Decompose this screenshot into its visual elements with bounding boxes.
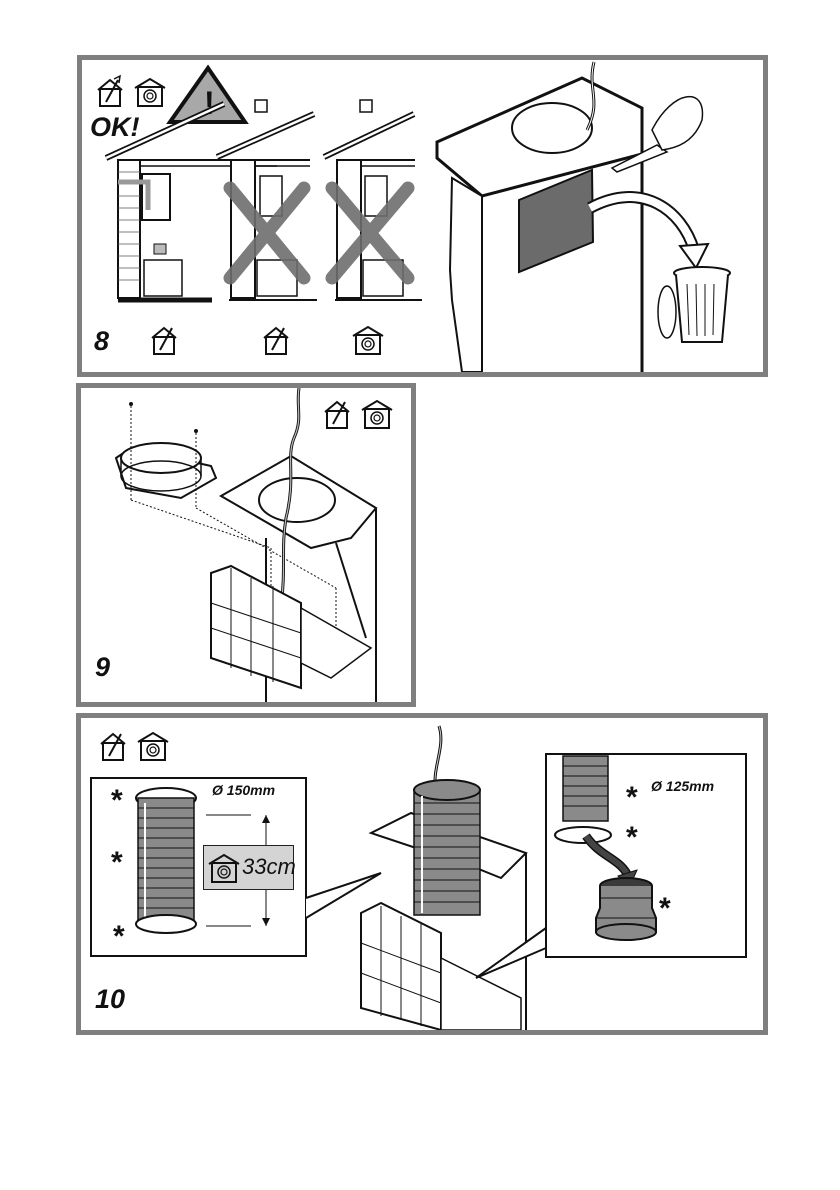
marker-asterisk: * [626, 783, 638, 813]
marker-asterisk: * [659, 894, 671, 924]
recirculation-icon [208, 852, 240, 884]
ducted-exhaust-icon [98, 76, 122, 106]
marker-asterisk: * [111, 848, 123, 878]
flex-duct [138, 798, 194, 922]
ducted-exhaust-icon [264, 328, 288, 354]
figure-step-8: ! [77, 55, 768, 377]
length-label-box: 33cm [203, 845, 294, 890]
figure-step-10: Ø 150mm * * * 33cm Ø 125mm * * * 10 [76, 713, 768, 1035]
ducted-exhaust-icon [152, 328, 176, 354]
recirculation-icon [353, 327, 383, 354]
marker-asterisk: * [111, 786, 123, 816]
ok-label: OK! [90, 112, 140, 143]
step-number: 9 [95, 652, 110, 683]
trash-can-icon [658, 267, 730, 342]
recirculation-icon [362, 401, 392, 428]
ducted-exhaust-icon [101, 734, 125, 760]
hood-body [211, 388, 376, 702]
cut-panel [519, 170, 593, 272]
screw-icon [129, 402, 133, 406]
hood-with-duct [361, 726, 526, 1030]
scene-not-allowed-2 [324, 100, 422, 300]
reducer-adapter [596, 878, 656, 940]
figure-8-illustration: ! [82, 60, 763, 372]
recirculation-icon [135, 79, 165, 106]
filter-panel [211, 566, 301, 688]
ducted-exhaust-icon [325, 402, 349, 428]
diameter-125-label: Ø 125mm [651, 778, 714, 794]
figure-step-9: 9 [76, 383, 416, 707]
recirculation-icon [138, 733, 168, 760]
flex-duct [414, 790, 480, 915]
diameter-150-label: Ø 150mm [212, 782, 275, 798]
screw-icon [194, 429, 198, 433]
figure-10-illustration [81, 718, 763, 1030]
marker-asterisk: * [113, 922, 125, 952]
step-number: 10 [95, 984, 125, 1015]
figure-9-illustration [81, 388, 411, 702]
step-number: 8 [94, 326, 109, 357]
marker-asterisk: * [626, 823, 638, 853]
length-33cm-label: 33cm [242, 854, 296, 880]
scene-not-allowed-1 [217, 100, 317, 300]
